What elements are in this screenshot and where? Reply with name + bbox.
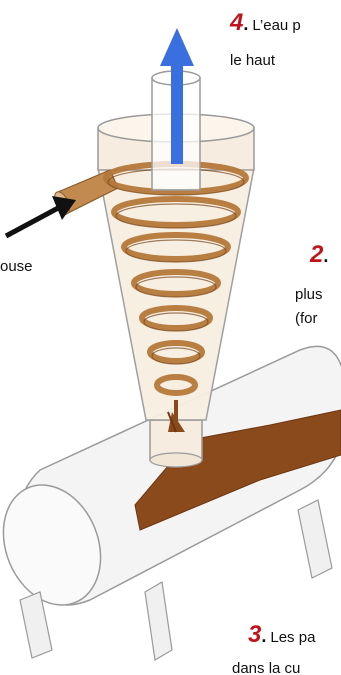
- label-step-2: 2.: [310, 246, 332, 267]
- step-2-number: 2: [310, 241, 323, 268]
- inlet-arrow-icon: [6, 196, 76, 236]
- step-2-line1: plus: [295, 286, 323, 304]
- label-step-3: 3.Les pa: [248, 626, 315, 647]
- step-4-line2: le haut: [230, 52, 275, 70]
- step-2-line2: (for: [295, 310, 318, 328]
- step-4-number: 4: [230, 9, 243, 36]
- label-step-1: ouse: [0, 258, 33, 276]
- step-3-line1: Les pa: [270, 629, 315, 646]
- step-4-line1: L’eau p: [252, 17, 300, 34]
- step-3-number: 3: [248, 621, 261, 648]
- label-step-4: 4.L’eau p: [230, 14, 301, 35]
- step-3-line2: dans la cu: [232, 660, 300, 675]
